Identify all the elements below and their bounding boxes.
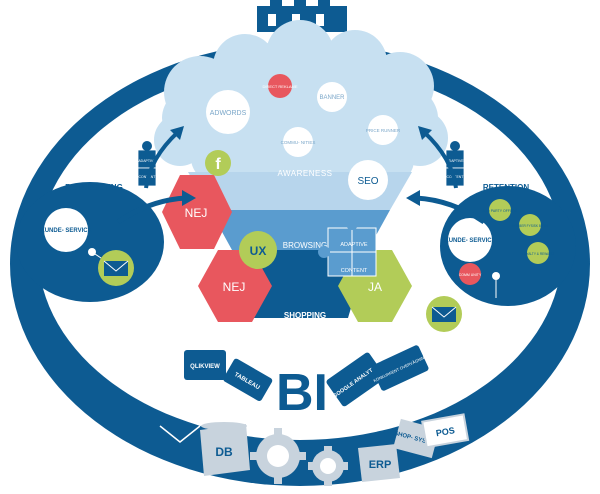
price-runner-bubble xyxy=(368,115,398,145)
price-runner-label: PRICE RUNNER xyxy=(366,128,401,133)
right-puzzle-a: ADAPTIVE xyxy=(446,159,464,163)
puzzle-icon xyxy=(318,218,377,277)
direct-mail-label: DIRECT REKLAME xyxy=(262,84,297,89)
awareness-label: AWARENESS xyxy=(277,169,332,178)
erp-label: ERP xyxy=(369,459,392,471)
left-arrow-up-head xyxy=(170,126,184,140)
db-label: DB xyxy=(215,445,233,459)
third-party-label: 3RD PARTY OFFERS xyxy=(483,209,518,213)
member-label: MEMBER FYSISK BUTIK xyxy=(512,224,549,228)
left-arrow-right-head xyxy=(182,190,196,206)
communities-bubble xyxy=(283,127,313,157)
right-arrow-up xyxy=(422,130,458,189)
right-kundeservice-bubble xyxy=(448,218,492,262)
gear-icon-large xyxy=(250,428,306,484)
nej-bottom-label: NEJ xyxy=(223,280,246,294)
browsing-label: BROWSING xyxy=(283,241,327,250)
nej-top-label: NEJ xyxy=(185,206,208,220)
third-party-bubble xyxy=(489,199,511,221)
pos-label: POS xyxy=(435,425,455,438)
funnel-content-label: CONTENT xyxy=(341,268,368,274)
right-arrow-left xyxy=(415,195,486,225)
left-kundeservice-label: KUNDE- SERVICE xyxy=(40,228,91,234)
direct-mail-bubble xyxy=(268,74,292,98)
right-kundeservice-label: KUNDE- SERVICE xyxy=(444,238,495,244)
community-label: COMM UNITY xyxy=(459,273,482,277)
loyalty-label: LOYALTY & REWARD xyxy=(522,252,554,256)
nej-hexagon-top xyxy=(162,175,232,249)
erp-icon xyxy=(358,444,400,482)
seo-bubble xyxy=(348,160,388,200)
member-bubble xyxy=(519,214,541,236)
community-bubble xyxy=(459,263,481,285)
gear-icon-small xyxy=(308,446,348,486)
facebook-icon xyxy=(205,150,231,176)
konkurrent-tag xyxy=(371,345,429,391)
right-arrow-up-head xyxy=(418,126,432,140)
cloud xyxy=(154,20,448,184)
banner-label: BANNER xyxy=(319,95,345,101)
left-puzzle-a: ADAPTIVE xyxy=(138,159,156,163)
shopping-label: SHOPPING xyxy=(284,311,326,320)
ja-label: JA xyxy=(368,280,382,294)
ux-bubble xyxy=(239,231,277,269)
bottom-mail-icon xyxy=(159,425,201,452)
google-tag xyxy=(326,352,386,407)
right-mail-icon xyxy=(431,306,457,322)
banner-bubble xyxy=(317,82,347,112)
qlikview-tag xyxy=(184,350,226,380)
right-arrow-left-head xyxy=(406,190,420,206)
retargeting-title: RETARGETING xyxy=(65,183,123,192)
tableau-tag xyxy=(223,358,273,402)
retention-title: RETENTION xyxy=(483,183,529,192)
bi-title: BI xyxy=(276,364,328,422)
left-arrow-up xyxy=(144,130,180,189)
facebook-glyph: f xyxy=(215,156,221,173)
pos-tag xyxy=(421,413,470,449)
adwords-bubble xyxy=(206,90,250,134)
db-icon xyxy=(200,422,250,476)
qlikview-label: QLIKVIEW xyxy=(190,364,220,370)
left-arrow-right xyxy=(116,195,187,225)
adwords-label: ADWORDS xyxy=(210,110,247,117)
left-mail-icon xyxy=(103,260,129,276)
left-lobe xyxy=(16,182,164,302)
funnel-adaptive-label: ADAPTIVE xyxy=(340,242,368,248)
communities-label: COMMU- NITIES xyxy=(281,140,316,145)
ux-label: UX xyxy=(250,244,267,258)
seo-label: SEO xyxy=(357,176,378,187)
loyalty-bubble xyxy=(527,242,549,264)
left-kundeservice-bubble xyxy=(44,208,88,252)
